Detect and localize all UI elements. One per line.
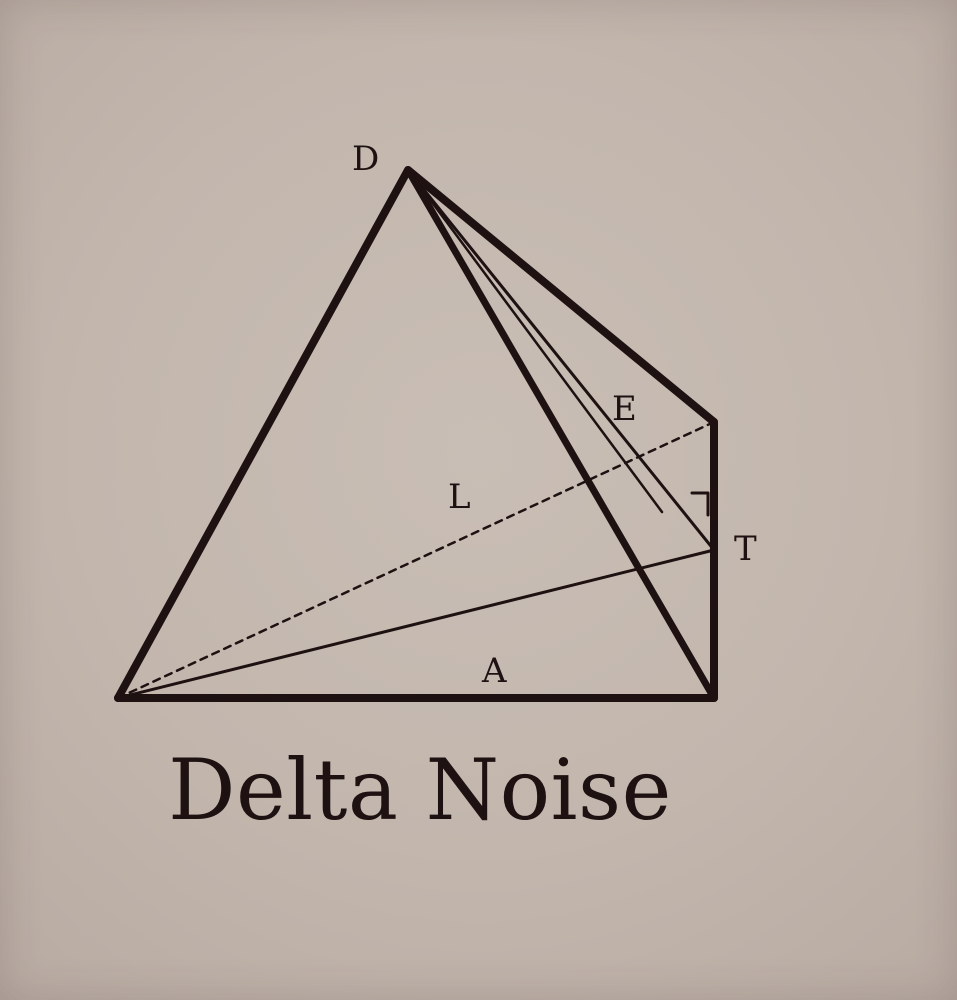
line-from-d-inner [406, 168, 664, 514]
label-l: L [448, 477, 471, 517]
edge-left [114, 166, 412, 702]
label-t: T [734, 529, 757, 569]
label-d: D [352, 139, 379, 179]
brand-title: Delta Noise [168, 741, 672, 839]
label-e: E [612, 389, 637, 429]
edge-front-right [404, 166, 718, 702]
label-a: A [481, 651, 507, 691]
line-to-t [116, 548, 716, 700]
hidden-edge-dashed [116, 420, 716, 700]
right-angle-marker [690, 491, 710, 517]
line-d-to-t [406, 168, 716, 552]
edge-back-top [404, 166, 718, 426]
